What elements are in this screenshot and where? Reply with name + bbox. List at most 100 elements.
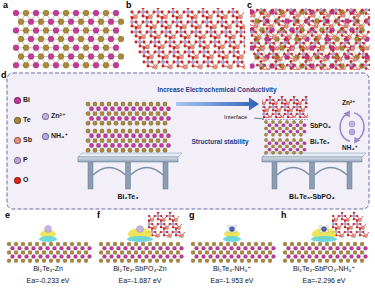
bond-line (357, 21, 367, 22)
atom-sphere (206, 60, 210, 64)
atom-sphere (329, 45, 332, 48)
clipped-group (130, 8, 245, 69)
atom-sphere (173, 41, 176, 44)
atom-sphere (356, 27, 359, 30)
atom-sphere (346, 52, 349, 55)
atom-sphere (139, 37, 142, 40)
atom-sphere (341, 20, 344, 23)
atom-sphere (348, 36, 352, 40)
atom-sphere (214, 37, 217, 40)
atom-sphere (187, 8, 190, 9)
atom-sphere (108, 54, 114, 60)
atom-sphere (263, 23, 266, 26)
atom-sphere (161, 11, 164, 14)
atom-sphere (176, 11, 179, 14)
atom-sphere (143, 41, 146, 44)
atom-sphere (139, 31, 142, 34)
atom-sphere (190, 45, 194, 49)
atom-sphere (184, 51, 187, 54)
atom-sphere (312, 69, 316, 70)
atom-sphere (329, 9, 334, 14)
ion-sphere (349, 129, 355, 135)
atom-sphere (158, 41, 161, 44)
atom-sphere (325, 30, 328, 33)
atom-sphere (254, 45, 257, 48)
atom-sphere (358, 41, 361, 44)
atom-sphere (168, 11, 171, 14)
atom-sphere (272, 49, 275, 52)
atom-sphere (165, 41, 168, 44)
atom-sphere (296, 34, 299, 37)
atom-sphere (337, 31, 340, 34)
atom-sphere (365, 12, 368, 15)
atom-sphere (68, 36, 74, 42)
atom-sphere (183, 11, 186, 14)
atom-sphere (309, 58, 313, 62)
atom-sphere (313, 53, 316, 56)
atom-sphere (280, 42, 283, 45)
atom-sphere (338, 64, 341, 67)
atom-sphere (13, 10, 19, 16)
atom-sphere (78, 36, 84, 42)
atom-sphere (186, 35, 190, 39)
atom-sphere (331, 9, 334, 12)
atom-sphere (207, 65, 210, 68)
atom-sphere (280, 30, 283, 33)
atom-sphere (282, 69, 286, 70)
atom-sphere (266, 20, 269, 23)
atom-sphere (316, 64, 319, 67)
atom-sphere (194, 55, 198, 59)
atom-sphere (240, 41, 243, 44)
atom-sphere (281, 20, 284, 23)
atom-sphere (334, 20, 337, 23)
atom-sphere (232, 21, 235, 24)
atom-sphere (320, 67, 323, 70)
atom-sphere (308, 9, 311, 12)
atom-sphere (227, 25, 231, 29)
atom-sphere (199, 45, 202, 48)
atom-sphere (349, 27, 354, 32)
atom-sphere (131, 17, 134, 20)
atom-sphere (310, 42, 313, 45)
atom-sphere (143, 47, 146, 50)
bridge-pillar (88, 161, 93, 189)
atom-sphere (281, 27, 284, 30)
atom-sphere (160, 20, 164, 24)
atom-sphere (199, 37, 202, 40)
atom-sphere (339, 58, 343, 62)
atom-sphere (308, 16, 311, 19)
bridge-deck (262, 157, 362, 162)
atom-sphere (297, 69, 301, 70)
atom-sphere (302, 56, 305, 59)
atom-sphere (338, 23, 341, 26)
atom-sphere (149, 30, 153, 34)
atom-sphere (355, 42, 358, 45)
atom-sphere (58, 54, 64, 60)
atom-sphere (210, 35, 213, 38)
atom-sphere (187, 21, 190, 24)
atom-sphere (154, 31, 157, 34)
interface-line (262, 119, 308, 120)
atom-sphere (217, 8, 220, 9)
atom-sphere (113, 62, 119, 68)
atom-sphere (43, 10, 49, 16)
atom-sphere (113, 10, 119, 16)
atom-sphere (229, 31, 232, 34)
atom-sphere (359, 45, 362, 48)
atom-sphere (33, 62, 39, 68)
atom-sphere (195, 27, 198, 30)
atom-sphere (317, 56, 320, 59)
atom-sphere (231, 35, 235, 39)
atom-sphere (269, 9, 274, 14)
atom-sphere (83, 27, 89, 33)
atom-sphere (201, 10, 205, 14)
atom-sphere (203, 55, 206, 58)
ion-sphere (349, 121, 355, 127)
atom-sphere (259, 20, 262, 23)
atom-sphere (335, 53, 338, 56)
atom-sphere (316, 52, 319, 55)
atom-sphere (108, 19, 114, 25)
atom-sphere (251, 27, 254, 30)
atom-sphere (232, 8, 235, 9)
atom-sphere (239, 30, 243, 34)
